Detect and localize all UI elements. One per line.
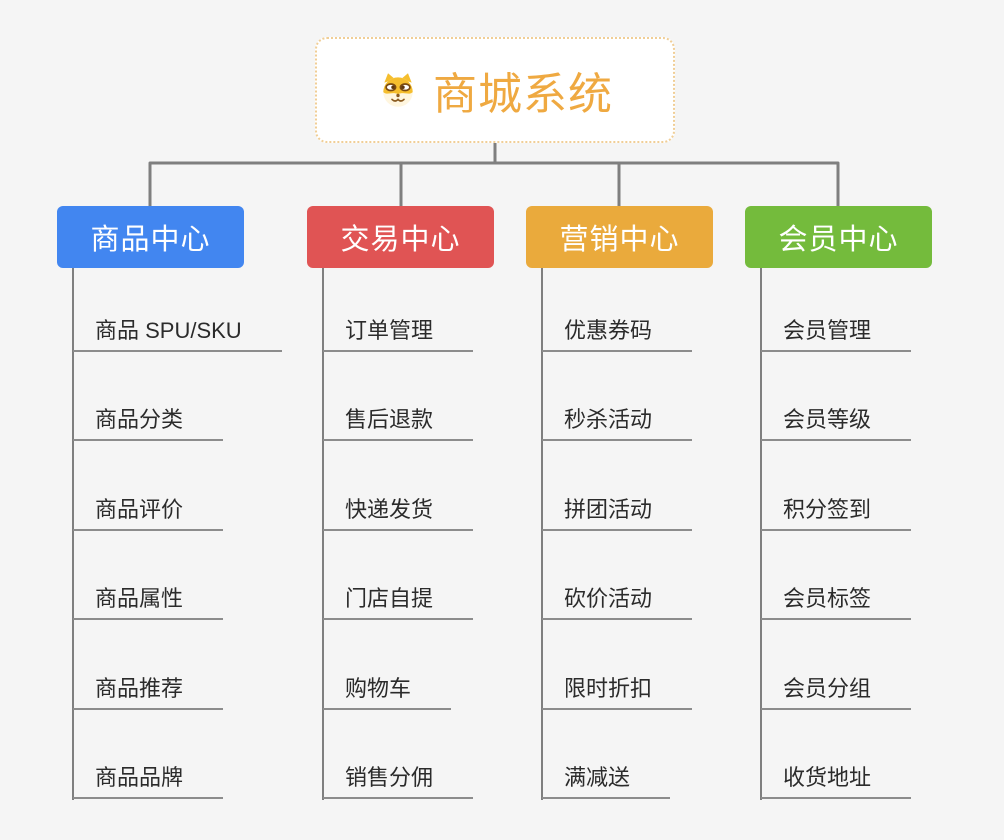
branch-item[interactable]: 购物车 (323, 666, 452, 710)
branch-items: 会员管理会员等级积分签到会员标签会员分组收货地址 (745, 206, 995, 816)
branch-header[interactable]: 营销中心 (526, 206, 713, 268)
branch-items: 优惠券码秒杀活动拼团活动砍价活动限时折扣满减送 (526, 206, 776, 816)
branch-header[interactable]: 会员中心 (745, 206, 932, 268)
branch-item[interactable]: 订单管理 (323, 308, 474, 352)
branch-item[interactable]: 限时折扣 (542, 666, 693, 710)
branch-header[interactable]: 商品中心 (57, 206, 244, 268)
branch-label: 交易中心 (340, 224, 461, 256)
branch-item[interactable]: 商品 SPU/SKU (73, 308, 282, 352)
branch-item[interactable]: 秒杀活动 (542, 397, 693, 441)
branch-item[interactable]: 积分签到 (761, 487, 912, 531)
branch-item[interactable]: 砍价活动 (542, 576, 693, 620)
branch-item[interactable]: 商品品牌 (73, 755, 224, 799)
root-title: 商城系统 (433, 70, 613, 119)
branch-item[interactable]: 商品分类 (73, 397, 224, 441)
branch-label: 商品中心 (90, 224, 211, 256)
branch-items: 订单管理售后退款快递发货门店自提购物车销售分佣 (307, 206, 557, 816)
branch-item[interactable]: 销售分佣 (323, 755, 474, 799)
branch-item[interactable]: 售后退款 (323, 397, 474, 441)
branch-header[interactable]: 交易中心 (307, 206, 494, 268)
branch-item[interactable]: 商品推荐 (73, 666, 224, 710)
branch: 会员中心 会员管理会员等级积分签到会员标签会员分组收货地址 (745, 206, 995, 816)
branch-item[interactable]: 快递发货 (323, 487, 474, 531)
branch-item[interactable]: 满减送 (542, 755, 671, 799)
branch-item[interactable]: 会员分组 (761, 666, 912, 710)
branch-item[interactable]: 商品评价 (73, 487, 224, 531)
branch-item[interactable]: 优惠券码 (542, 308, 693, 352)
branch-item[interactable]: 会员等级 (761, 397, 912, 441)
branch-item[interactable]: 门店自提 (323, 576, 474, 620)
branch: 商品中心 商品 SPU/SKU 商品分类商品评价商品属性商品推荐商品品牌 (57, 206, 307, 816)
branch-item[interactable]: 会员管理 (761, 308, 912, 352)
branch: 营销中心 优惠券码秒杀活动拼团活动砍价活动限时折扣满减送 (526, 206, 776, 816)
branch-item[interactable]: 商品属性 (73, 576, 224, 620)
branch: 交易中心 订单管理售后退款快递发货门店自提购物车销售分佣 (307, 206, 557, 816)
shiba-dog-icon (377, 71, 419, 109)
branch-items: 商品 SPU/SKU 商品分类商品评价商品属性商品推荐商品品牌 (57, 206, 307, 816)
branch-label: 会员中心 (778, 224, 899, 256)
branch-item[interactable]: 会员标签 (761, 576, 912, 620)
root-node[interactable]: 商城系统 (315, 37, 675, 143)
branch-label: 营销中心 (559, 224, 680, 256)
branch-item[interactable]: 拼团活动 (542, 487, 693, 531)
branch-item[interactable]: 收货地址 (761, 755, 912, 799)
